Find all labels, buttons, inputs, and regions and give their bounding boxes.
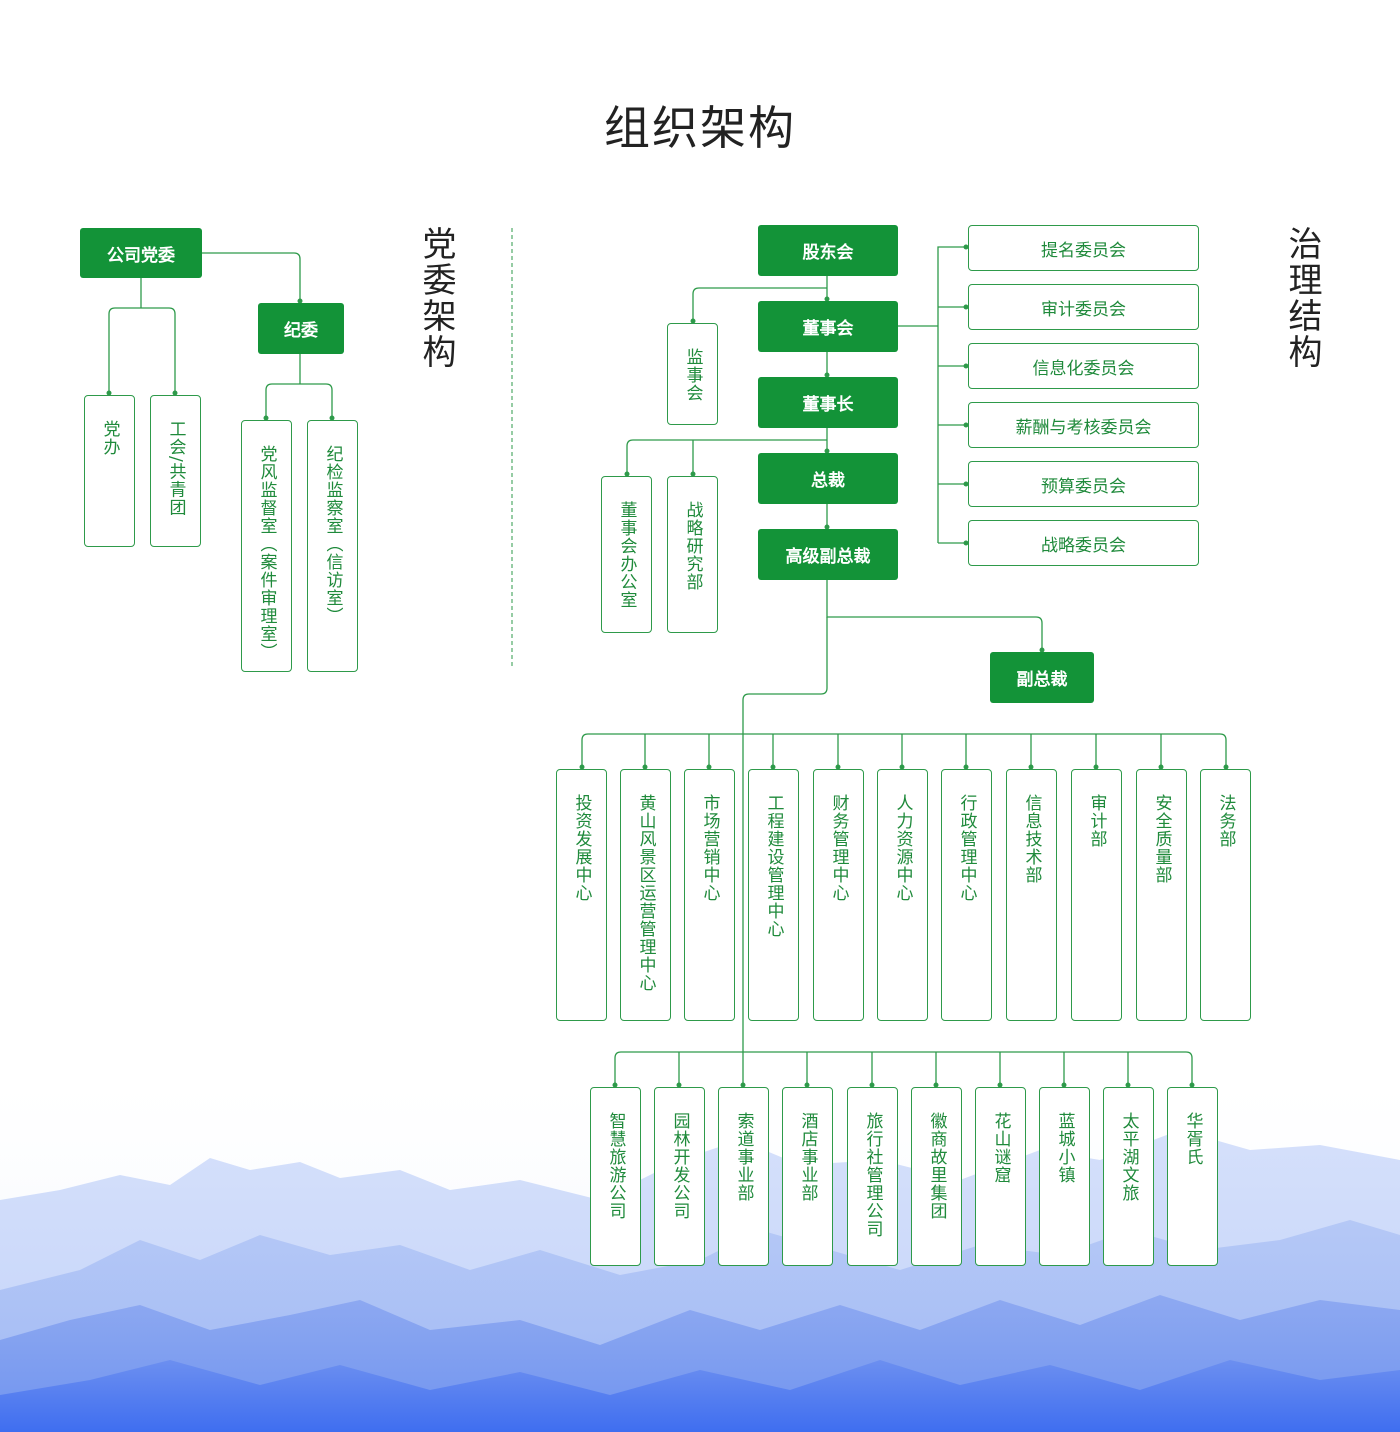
department-node: 财务管理中心 (813, 769, 864, 1021)
committee-node: 战略委员会 (968, 520, 1199, 566)
shareholders-meeting-node: 股东会 (758, 225, 898, 276)
department-label: 法务部 (1215, 794, 1236, 848)
subsidiary-node: 华胥氏 (1167, 1087, 1218, 1266)
department-node: 信息技术部 (1006, 769, 1057, 1021)
committee-node: 审计委员会 (968, 284, 1199, 330)
subsidiary-node: 酒店事业部 (782, 1087, 833, 1266)
board-office-label: 董事会办公室 (616, 501, 637, 609)
subsidiary-label: 园林开发公司 (669, 1112, 690, 1220)
conduct-supervision-office-node: 党风监督室（案件审理室） (241, 420, 292, 672)
department-label: 安全质量部 (1151, 794, 1172, 884)
subsidiary-label: 徽商故里集团 (926, 1112, 947, 1220)
party-section-label: 党委架构 (416, 226, 456, 370)
chairman-node: 董事长 (758, 377, 898, 428)
committee-node: 信息化委员会 (968, 343, 1199, 389)
subsidiary-label: 太平湖文旅 (1118, 1112, 1139, 1202)
supervisory-board-label: 监事会 (682, 348, 703, 402)
committee-node: 预算委员会 (968, 461, 1199, 507)
union-youth-league-label: 工会/共青团 (165, 420, 186, 517)
department-label: 审计部 (1086, 794, 1107, 848)
department-node: 安全质量部 (1136, 769, 1187, 1021)
union-youth-league-node: 工会/共青团 (150, 395, 201, 547)
department-node: 黄山风景区运营管理中心 (620, 769, 671, 1021)
subsidiary-label: 蓝城小镇 (1054, 1112, 1075, 1184)
subsidiary-node: 蓝城小镇 (1039, 1087, 1090, 1266)
department-label: 黄山风景区运营管理中心 (635, 794, 656, 992)
subsidiary-label: 花山谜窟 (990, 1112, 1011, 1184)
committee-node: 提名委员会 (968, 225, 1199, 271)
subsidiary-node: 智慧旅游公司 (590, 1087, 641, 1266)
department-label: 财务管理中心 (828, 794, 849, 902)
subsidiary-node: 旅行社管理公司 (847, 1087, 898, 1266)
page-title: 组织架构 (604, 101, 796, 155)
department-node: 法务部 (1200, 769, 1251, 1021)
department-node: 市场营销中心 (684, 769, 735, 1021)
department-label: 市场营销中心 (699, 794, 720, 902)
board-of-directors-node: 董事会 (758, 301, 898, 352)
subsidiary-node: 徽商故里集团 (911, 1087, 962, 1266)
subsidiary-label: 旅行社管理公司 (862, 1112, 883, 1238)
subsidiary-label: 智慧旅游公司 (605, 1112, 626, 1220)
subsidiary-node: 索道事业部 (718, 1087, 769, 1266)
department-label: 投资发展中心 (571, 794, 592, 902)
subsidiary-node: 园林开发公司 (654, 1087, 705, 1266)
president-node: 总裁 (758, 453, 898, 504)
supervisory-board-node: 监事会 (667, 323, 718, 425)
senior-vp-node: 高级副总裁 (758, 529, 898, 580)
strategy-research-dept-label: 战略研究部 (682, 501, 703, 591)
department-label: 工程建设管理中心 (763, 794, 784, 938)
party-office-node: 党办 (84, 395, 135, 547)
department-node: 人力资源中心 (877, 769, 928, 1021)
governance-section-label: 治理结构 (1282, 226, 1322, 370)
subsidiary-label: 索道事业部 (733, 1112, 754, 1202)
department-node: 工程建设管理中心 (748, 769, 799, 1021)
subsidiary-node: 太平湖文旅 (1103, 1087, 1154, 1266)
subsidiary-node: 花山谜窟 (975, 1087, 1026, 1266)
department-node: 行政管理中心 (941, 769, 992, 1021)
company-party-committee-node: 公司党委 (80, 228, 202, 278)
discipline-inspection-office-label: 纪检监察室（信访室） (322, 445, 343, 625)
conduct-supervision-office-label: 党风监督室（案件审理室） (256, 445, 277, 661)
department-label: 信息技术部 (1021, 794, 1042, 884)
committee-node: 薪酬与考核委员会 (968, 402, 1199, 448)
strategy-research-dept-node: 战略研究部 (667, 476, 718, 633)
subsidiary-label: 华胥氏 (1182, 1112, 1203, 1166)
vp-node: 副总裁 (990, 652, 1094, 703)
department-label: 人力资源中心 (892, 794, 913, 902)
discipline-inspection-office-node: 纪检监察室（信访室） (307, 420, 358, 672)
board-office-node: 董事会办公室 (601, 476, 652, 633)
subsidiary-label: 酒店事业部 (797, 1112, 818, 1202)
department-node: 投资发展中心 (556, 769, 607, 1021)
department-node: 审计部 (1071, 769, 1122, 1021)
party-office-label: 党办 (99, 420, 120, 456)
discipline-committee-node: 纪委 (258, 303, 344, 354)
department-label: 行政管理中心 (956, 794, 977, 902)
